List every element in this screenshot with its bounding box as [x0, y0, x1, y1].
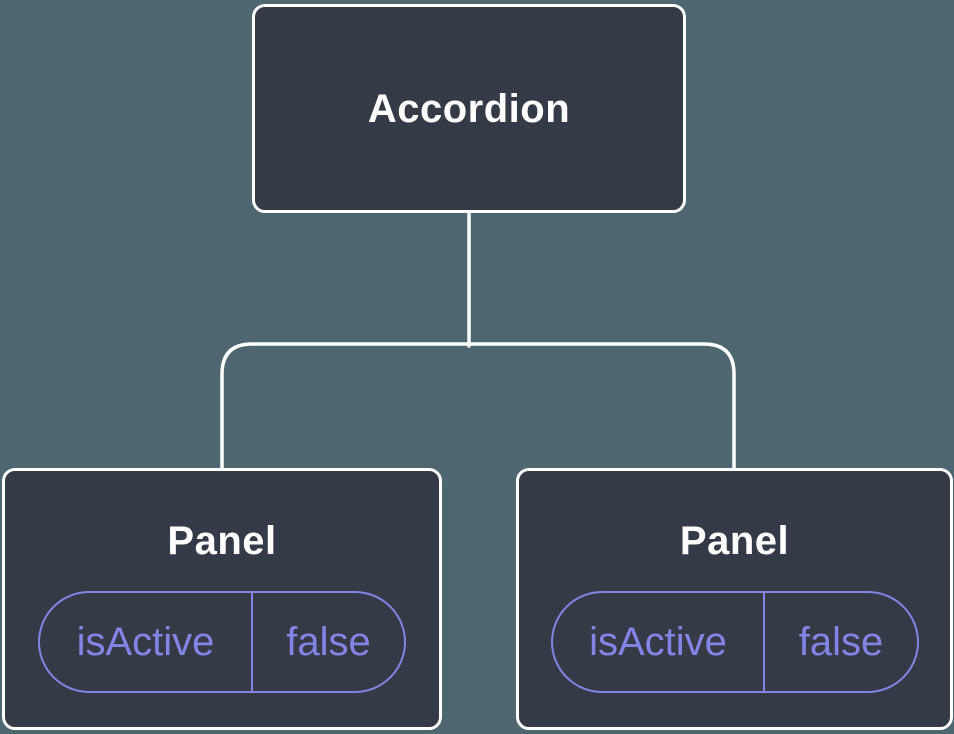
- prop-value: false: [798, 619, 884, 664]
- state-pill: isActive false: [550, 591, 919, 693]
- component-node-panel-left: Panel isActive false: [2, 468, 442, 730]
- state-pill: isActive false: [38, 591, 406, 693]
- panel-node-label: Panel: [679, 519, 790, 563]
- prop-value: false: [286, 619, 371, 664]
- component-node-panel-right: Panel isActive false: [516, 468, 953, 730]
- prop-name: isActive: [553, 593, 766, 691]
- panel-node-label: Panel: [167, 519, 277, 563]
- accordion-node-label: Accordion: [367, 86, 571, 131]
- component-node-accordion: Accordion: [252, 4, 686, 213]
- connector-branch-line: [220, 342, 736, 474]
- prop-name: isActive: [40, 593, 253, 691]
